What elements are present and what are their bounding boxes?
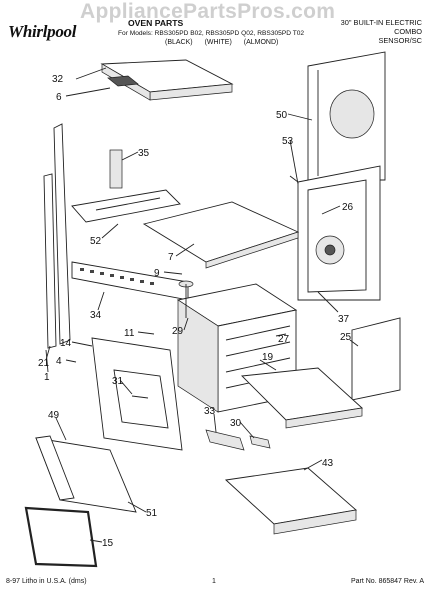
callout-1: 1 xyxy=(44,372,50,383)
callout-35: 35 xyxy=(138,148,150,159)
variant-white: (WHITE) xyxy=(204,39,232,46)
callout-26: 26 xyxy=(342,202,354,213)
product-line-3: SENSOR/SC xyxy=(378,36,422,45)
callout-15: 15 xyxy=(102,538,114,549)
callout-21: 21 xyxy=(38,358,50,369)
part-base-pan xyxy=(224,467,358,535)
callout-52: 52 xyxy=(90,236,102,247)
callout-19: 19 xyxy=(262,352,274,363)
part-sensor xyxy=(178,280,194,318)
callout-4: 4 xyxy=(56,356,62,367)
product-description: 30" BUILT-IN ELECTRIC COMBO SENSOR/SC xyxy=(312,18,422,45)
variant-black: (BLACK) xyxy=(165,39,193,46)
callout-6: 6 xyxy=(56,92,62,103)
callout-30: 30 xyxy=(230,418,242,429)
part-vent-strip xyxy=(71,189,181,223)
model-numbers: For Models: RBS305PD B02, RBS305PD Q02, … xyxy=(118,30,305,37)
part-door-trim xyxy=(35,435,137,513)
callout-50: 50 xyxy=(276,110,288,121)
part-side-trims xyxy=(43,123,71,349)
part-front-frame xyxy=(91,337,183,451)
part-bottom-panel xyxy=(241,367,363,429)
callout-34: 34 xyxy=(90,310,102,321)
footer-litho: 8-97 Litho in U.S.A. (dms) xyxy=(6,578,87,585)
product-line-1: 30" BUILT-IN ELECTRIC xyxy=(340,18,422,27)
variant-almond: (ALMOND) xyxy=(243,39,279,46)
callout-51: 51 xyxy=(146,508,158,519)
callout-25: 25 xyxy=(340,332,352,343)
part-fan-housing xyxy=(289,165,381,301)
callout-37: 37 xyxy=(338,314,350,325)
part-top-shield xyxy=(142,201,300,269)
callout-53: 53 xyxy=(282,136,294,147)
callout-7: 7 xyxy=(168,252,174,263)
brand-logo: Whirlpool xyxy=(8,22,77,41)
callout-27: 27 xyxy=(278,334,290,345)
footer-page-number: 1 xyxy=(212,578,216,585)
color-variants: (BLACK) (WHITE) (ALMOND) xyxy=(165,39,288,46)
callout-9: 9 xyxy=(154,268,160,279)
part-back-panel xyxy=(307,51,386,181)
part-door-gasket xyxy=(24,506,98,568)
part-oven-top-panel xyxy=(100,59,234,101)
part-control-panel xyxy=(71,261,189,301)
product-line-2: COMBO xyxy=(394,27,422,36)
part-bracket xyxy=(109,149,123,189)
leader-lines xyxy=(45,67,359,543)
callout-11: 11 xyxy=(124,328,135,339)
callout-labels: 32 6 35 50 53 26 52 7 9 34 37 25 11 29 2… xyxy=(38,74,354,549)
footer-part-number: Part No. 865847 Rev. A xyxy=(350,578,424,585)
callout-14: 14 xyxy=(60,338,72,349)
callout-49: 49 xyxy=(48,410,60,421)
part-rear-plate xyxy=(351,317,401,401)
page-title: OVEN PARTS xyxy=(128,18,184,28)
watermark-text: AppliancePartsPros.com xyxy=(80,0,336,23)
callout-29: 29 xyxy=(172,326,184,337)
callout-43: 43 xyxy=(322,458,334,469)
part-small-brackets xyxy=(205,429,271,451)
callout-31: 31 xyxy=(112,376,124,387)
callout-33: 33 xyxy=(204,406,216,417)
callout-32: 32 xyxy=(52,74,64,85)
